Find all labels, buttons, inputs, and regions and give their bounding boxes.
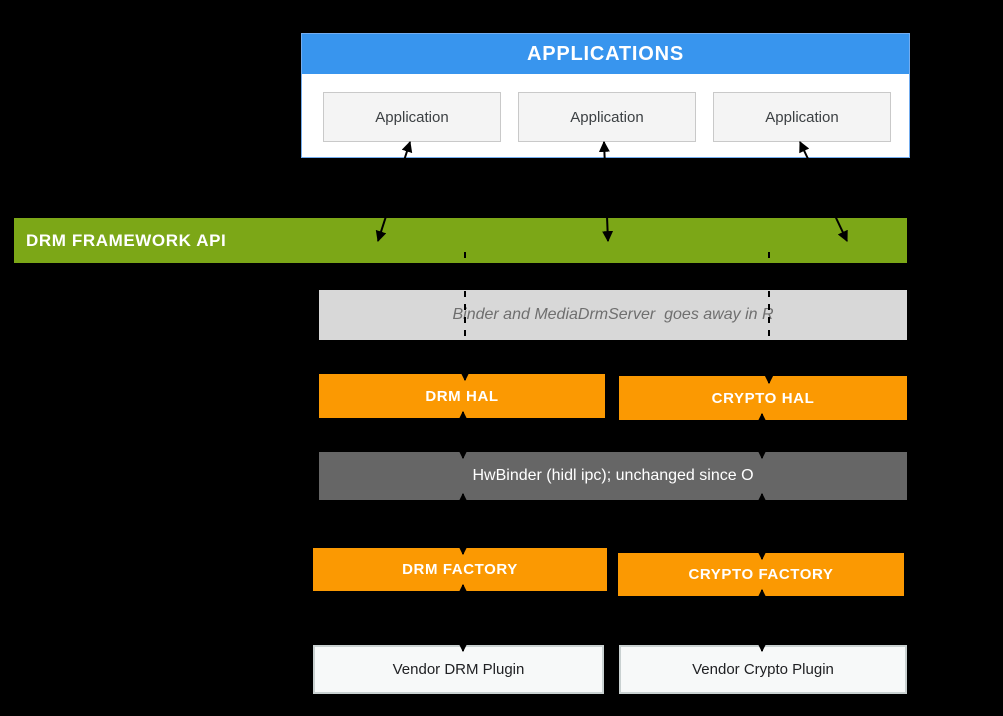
applications-header: APPLICATIONS xyxy=(302,34,909,74)
crypto-hal-box: CRYPTO HAL xyxy=(619,376,907,420)
vendor-drm-plugin-box: Vendor DRM Plugin xyxy=(313,645,604,694)
vendor-crypto-plugin-box: Vendor Crypto Plugin xyxy=(619,645,907,694)
drm-factory-box: DRM FACTORY xyxy=(313,548,607,591)
application-box-1: Application xyxy=(323,92,501,142)
binder-note-box: Binder and MediaDrmServer goes away in R xyxy=(319,290,907,340)
crypto-factory-box: CRYPTO FACTORY xyxy=(618,553,904,596)
hwbinder-box: HwBinder (hidl ipc); unchanged since O xyxy=(319,452,907,500)
applications-container: APPLICATIONS Application Application App… xyxy=(301,33,910,158)
application-box-3: Application xyxy=(713,92,891,142)
application-box-2: Application xyxy=(518,92,696,142)
drm-framework-api-bar: DRM FRAMEWORK API xyxy=(14,218,907,263)
drm-hal-box: DRM HAL xyxy=(319,374,605,418)
